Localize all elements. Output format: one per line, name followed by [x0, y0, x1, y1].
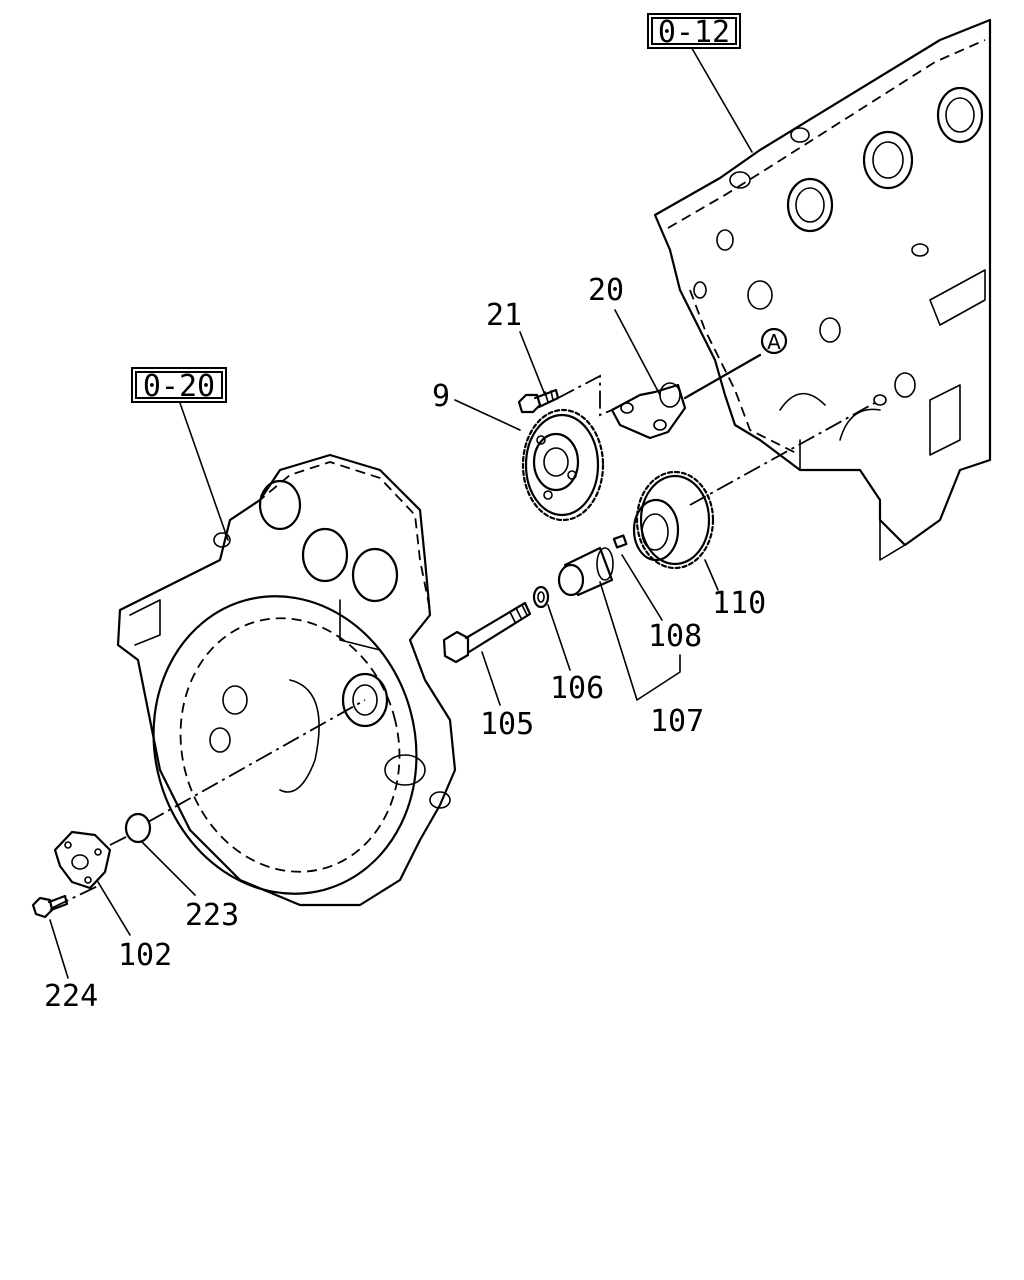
view-marker-a: A: [760, 327, 788, 355]
callout-20: 20: [588, 273, 624, 308]
flywheel-housing-reference: 0-20: [131, 367, 227, 404]
bolt-224: [31, 894, 69, 919]
callout-224: 224: [44, 979, 98, 1014]
leader-lines: [49, 44, 753, 979]
assembly-lines: [51, 353, 881, 909]
callout-105: 105: [480, 707, 534, 742]
callout-223: 223: [185, 898, 239, 933]
engine-block-reference: 0-12: [647, 13, 741, 50]
callout-102: 102: [118, 938, 172, 973]
view-marker-label: A: [767, 330, 781, 354]
pin-108: [612, 534, 628, 549]
callout-108: 108: [648, 619, 702, 654]
washer-106: [532, 585, 550, 609]
cover-102: [53, 830, 112, 890]
idler-shaft-107: [557, 546, 614, 597]
idler-gear-9: [521, 408, 605, 522]
callout-106: 106: [550, 671, 604, 706]
flywheel-housing: [116, 453, 457, 907]
engine-block-reference-label: 0-12: [658, 15, 730, 50]
bolt-21: [517, 388, 560, 414]
bracket-20: [610, 382, 687, 440]
flywheel-housing-reference-label: 0-20: [143, 369, 215, 404]
callout-21: 21: [486, 298, 522, 333]
idler-gear-110: [632, 470, 715, 570]
callout-110: 110: [712, 586, 766, 621]
o-ring-223: [124, 812, 152, 844]
bolt-105: [442, 601, 532, 664]
callout-107: 107: [650, 704, 704, 739]
callout-9: 9: [432, 379, 450, 414]
engine-block: [653, 18, 992, 561]
